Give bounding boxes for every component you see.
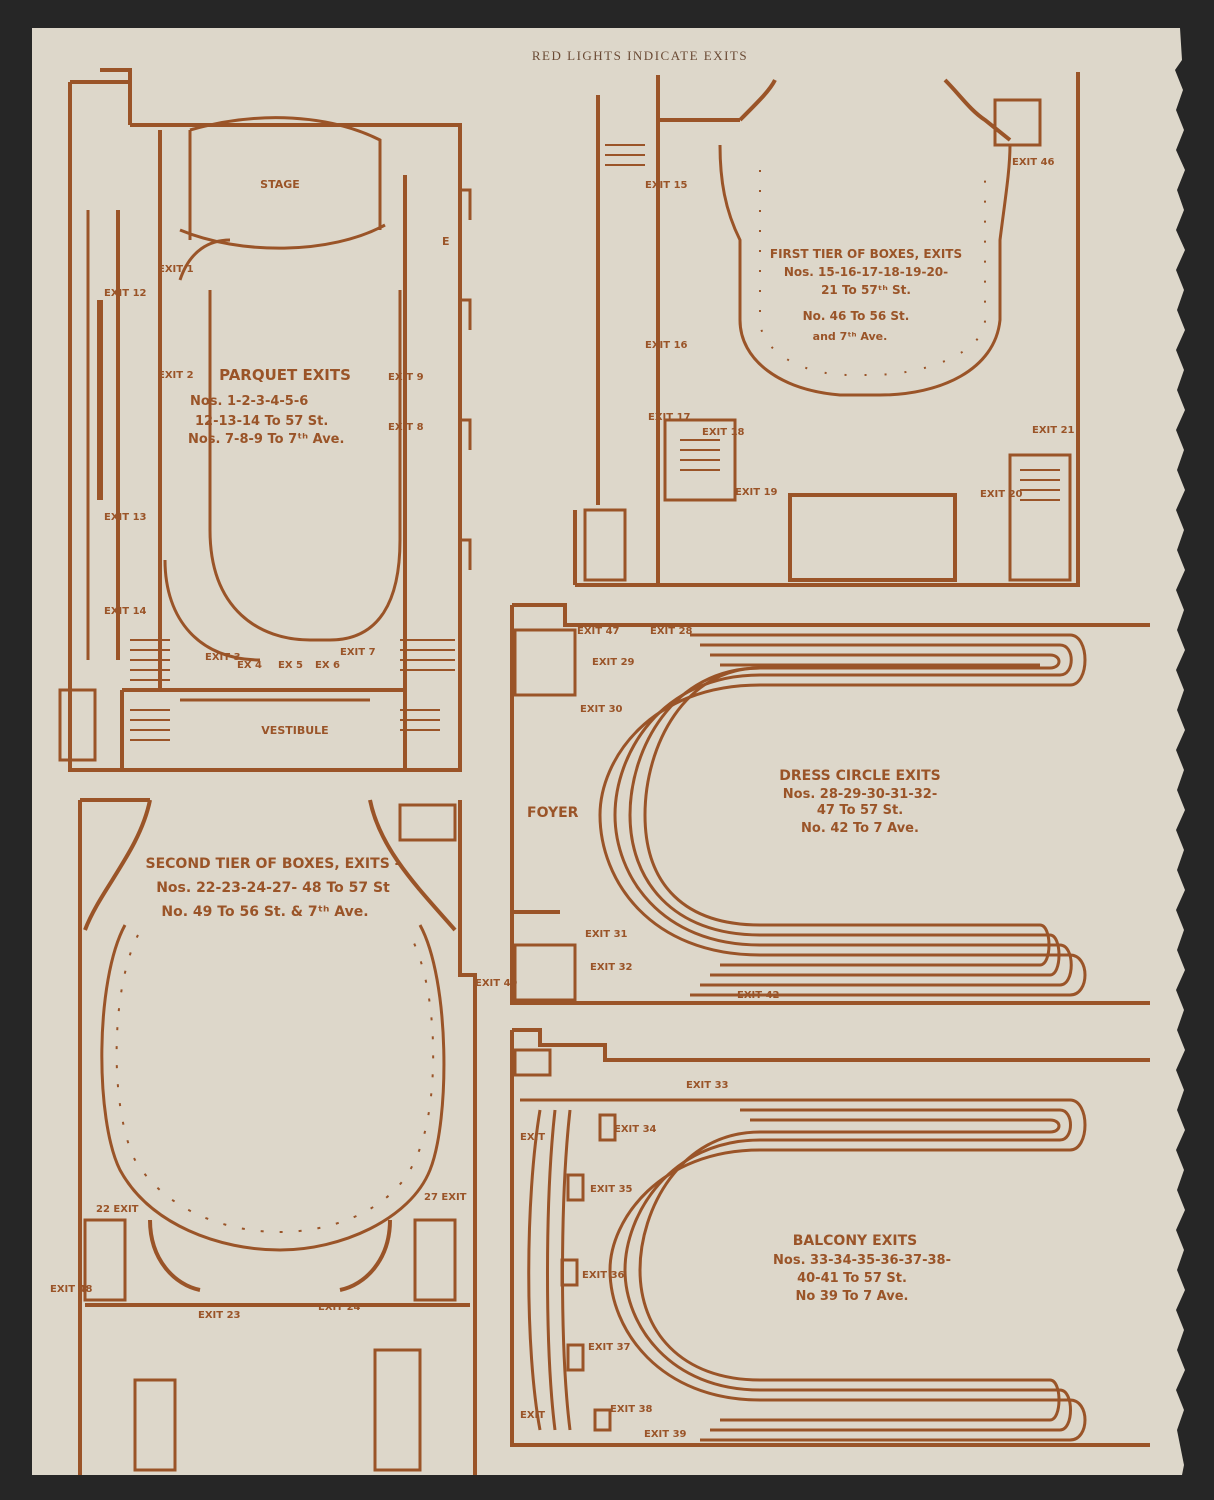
paper-sheet [32, 28, 1185, 1475]
dress-circle-exit-47: EXIT 47 [577, 626, 620, 637]
parquet-side-mark: E [442, 235, 450, 248]
parquet-exit-1: EXIT 1 [158, 264, 194, 275]
first-tier-exit-18: EXIT 18 [702, 427, 745, 438]
second-tier-exit-27: 27 EXIT [424, 1192, 467, 1203]
balcony-exit-33: EXIT 33 [686, 1080, 729, 1091]
parquet-line-3: Nos. 7-8-9 To 7ᵗʰ Ave. [188, 432, 344, 447]
parquet-exit-5: EX 5 [278, 660, 303, 671]
parquet-exit-2: EXIT 2 [158, 370, 194, 381]
parquet-title: PARQUET EXITS [219, 366, 351, 384]
balcony-line-4: No 39 To 7 Ave. [796, 1289, 909, 1304]
parquet-exit-12: EXIT 12 [104, 288, 147, 299]
first-tier-line-2: Nos. 15-16-17-18-19-20- [784, 265, 948, 279]
second-tier-exit-23: EXIT 23 [198, 1310, 241, 1321]
first-tier-exit-15: EXIT 15 [645, 180, 688, 191]
balcony-exit-left-bottom: EXIT [520, 1410, 545, 1421]
parquet-exit-8: EXIT 8 [388, 422, 424, 433]
first-tier-line-4: No. 46 To 56 St. [803, 309, 910, 323]
stage-label: STAGE [260, 178, 300, 191]
foyer-label: FOYER [527, 805, 579, 821]
second-tier-line-3: No. 49 To 56 St. & 7ᵗʰ Ave. [161, 904, 368, 920]
balcony-exit-37: EXIT 37 [588, 1342, 631, 1353]
second-tier-line-1: SECOND TIER OF BOXES, EXITS - [146, 856, 401, 872]
balcony-exit-38: EXIT 38 [610, 1404, 653, 1415]
first-tier-exit-19: EXIT 19 [735, 487, 778, 498]
balcony-exit-36: EXIT 36 [582, 1270, 625, 1281]
parquet-exit-14: EXIT 14 [104, 606, 147, 617]
dress-circle-exit-32: EXIT 32 [590, 962, 633, 973]
dress-circle-exit-31: EXIT 31 [585, 929, 628, 940]
second-tier-exit-49: EXIT 49 [475, 978, 518, 989]
second-tier-exit-24: EXIT 24 [318, 1302, 361, 1313]
first-tier-line-1: FIRST TIER OF BOXES, EXITS [770, 247, 962, 261]
parquet-exit-3: EXIT 3 [205, 652, 241, 663]
second-tier-line-2: Nos. 22-23-24-27- 48 To 57 St [156, 880, 390, 896]
balcony-line-3: 40-41 To 57 St. [797, 1271, 907, 1286]
balcony-exit-35: EXIT 35 [590, 1184, 633, 1195]
balcony-line-1: BALCONY EXITS [793, 1233, 918, 1249]
first-tier-line-3: 21 To 57ᵗʰ St. [821, 283, 911, 297]
second-tier-plan [78, 798, 477, 1475]
dress-circle-line-4: No. 42 To 7 Ave. [801, 821, 919, 836]
dress-circle-exit-42: EXIT 42 [737, 990, 780, 1001]
first-tier-exit-46: EXIT 46 [1012, 157, 1055, 168]
dress-circle-plan [510, 603, 1150, 1005]
balcony-exit-34: EXIT 34 [614, 1124, 657, 1135]
first-tier-exit-20: EXIT 20 [980, 489, 1023, 500]
second-tier-exit-48: EXIT 48 [50, 1284, 93, 1295]
dress-circle-exit-30: EXIT 30 [580, 704, 623, 715]
first-tier-plan [573, 72, 1080, 587]
header-text: RED LIGHTS INDICATE EXITS [532, 48, 748, 63]
dress-circle-line-2: Nos. 28-29-30-31-32- [783, 787, 937, 802]
dress-circle-line-1: DRESS CIRCLE EXITS [779, 768, 940, 784]
parquet-labels: STAGE VESTIBULE PARQUET EXITS Nos. 1-2-3… [104, 178, 450, 737]
second-tier-exit-22: 22 EXIT [96, 1204, 139, 1215]
first-tier-exit-17: EXIT 17 [648, 412, 691, 423]
first-tier-exit-21: EXIT 21 [1032, 425, 1075, 436]
vestibule-label: VESTIBULE [261, 724, 328, 737]
parquet-exit-7: EXIT 7 [340, 647, 376, 658]
balcony-plan [510, 1028, 1150, 1447]
first-tier-line-5: and 7ᵗʰ Ave. [813, 330, 888, 343]
dress-circle-line-3: 47 To 57 St. [817, 803, 903, 818]
first-tier-exit-16: EXIT 16 [645, 340, 688, 351]
parquet-exit-6: EX 6 [315, 660, 340, 671]
dress-circle-exit-29: EXIT 29 [592, 657, 635, 668]
parquet-exit-4: EX 4 [237, 660, 262, 671]
parquet-line-2: 12-13-14 To 57 St. [195, 414, 328, 429]
balcony-labels: BALCONY EXITS Nos. 33-34-35-36-37-38- 40… [520, 1080, 951, 1440]
balcony-exit-left-top: EXIT [520, 1132, 545, 1143]
second-tier-labels: SECOND TIER OF BOXES, EXITS - Nos. 22-23… [50, 856, 518, 1321]
parquet-exit-13: EXIT 13 [104, 512, 147, 523]
parquet-exit-9: EXIT 9 [388, 372, 424, 383]
first-tier-labels: FIRST TIER OF BOXES, EXITS Nos. 15-16-17… [645, 157, 1075, 500]
parquet-line-1: Nos. 1-2-3-4-5-6 [190, 394, 308, 409]
balcony-exit-39: EXIT 39 [644, 1429, 687, 1440]
parquet-plan [58, 68, 472, 772]
balcony-line-2: Nos. 33-34-35-36-37-38- [773, 1253, 951, 1268]
dress-circle-exit-28: EXIT 28 [650, 626, 693, 637]
dress-circle-labels: FOYER DRESS CIRCLE EXITS Nos. 28-29-30-3… [527, 626, 941, 1001]
